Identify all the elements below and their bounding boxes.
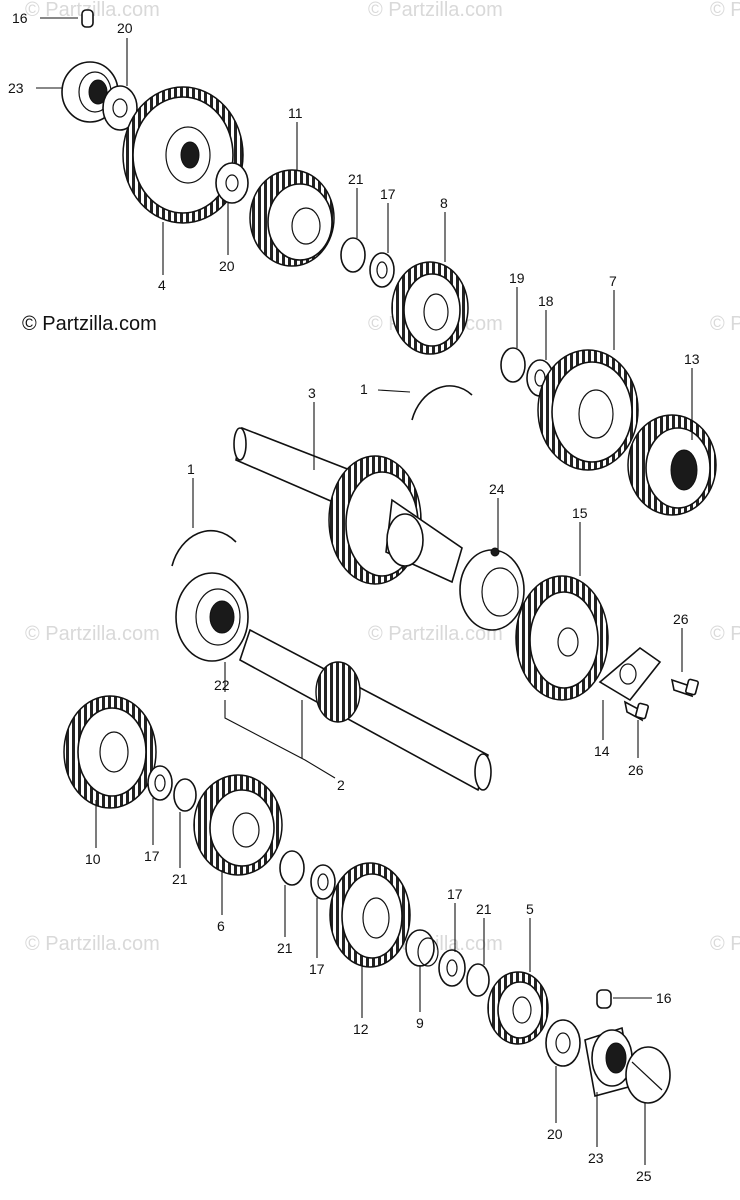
callout-1: 1 [360,381,368,397]
part-25-cap[interactable] [625,1046,671,1104]
callout-17: 17 [144,848,160,864]
part-1-set-ring-upper[interactable] [411,385,473,421]
callout-10: 10 [85,851,101,867]
part-1-set-ring-lower[interactable] [171,529,237,567]
watermark: © Partzilla.com [368,623,503,645]
callout-8: 8 [440,195,448,211]
part-20-thrust-washer-mid[interactable] [215,162,249,204]
callout-20: 20 [117,20,133,36]
callout-12: 12 [353,1021,369,1037]
part-14-sprocket-plate[interactable] [598,646,662,702]
part-4-large-gear[interactable] [122,86,244,224]
part-17-splined-washer-c[interactable] [310,864,336,900]
callout-17: 17 [380,186,396,202]
callout-21: 21 [277,940,293,956]
part-22-bearing[interactable] [175,572,249,662]
part-3-countershaft[interactable] [233,426,463,585]
watermark: © Partzilla.com [710,623,740,645]
callout-15: 15 [572,505,588,521]
callout-19: 19 [509,270,525,286]
callout-13: 13 [684,351,700,367]
callout-2: 2 [337,777,345,793]
callout-11: 11 [288,105,303,121]
watermark: © Partzilla.com [710,933,740,955]
callout-3: 3 [308,385,316,401]
part-17-splined-washer-b[interactable] [147,765,173,801]
part-6-gear[interactable] [193,774,283,876]
callout-labels: 16 20 23 4 11 20 21 17 8 19 18 7 13 1 3 … [8,10,700,1184]
copyright-notice: © Partzilla.com [22,313,157,335]
part-2-mainshaft[interactable] [239,628,492,792]
callout-6: 6 [217,918,225,934]
callout-18: 18 [538,293,554,309]
callout-24: 24 [489,481,505,497]
watermark: © Partzilla.com [25,623,160,645]
callout-14: 14 [594,743,610,759]
part-7-gear[interactable] [537,349,639,471]
part-26-bolt-lower[interactable] [623,700,649,722]
part-15-drive-sprocket[interactable] [515,575,609,701]
part-20-thrust-washer-top[interactable] [102,85,138,131]
part-21-circlip-b[interactable] [173,778,197,812]
watermark: © Partzilla.com [25,933,160,955]
callout-26: 26 [673,611,689,627]
part-21-circlip-top[interactable] [340,237,366,273]
callout-23: 23 [588,1150,604,1166]
part-26-bolt-upper[interactable] [670,678,699,698]
callout-25: 25 [636,1168,652,1184]
callout-1: 1 [187,461,195,477]
part-20-thrust-washer-bottom[interactable] [545,1019,581,1067]
part-5-gear[interactable] [487,971,549,1045]
leader-lines [36,17,693,1165]
part-21-circlip-d[interactable] [466,963,490,997]
callout-5: 5 [526,901,534,917]
callout-21: 21 [476,901,492,917]
callout-22: 22 [214,677,230,693]
callout-26: 26 [628,762,644,778]
part-23-needle-bearing-bottom[interactable] [584,1026,633,1098]
part-17-splined-washer-top[interactable] [369,252,395,288]
part-19-washer[interactable] [500,347,526,383]
part-17-splined-washer-d[interactable] [438,949,466,987]
callout-16: 16 [656,990,672,1006]
callout-20: 20 [547,1126,563,1142]
callout-9: 9 [416,1015,424,1031]
callout-21: 21 [348,171,364,187]
part-13-gear[interactable] [627,414,717,516]
callout-16: 16 [12,10,28,26]
watermark: © Partzilla.com [368,0,503,21]
watermark: © Partzilla.com [25,0,160,21]
part-24-bearing[interactable] [459,547,525,631]
part-10-gear[interactable] [63,695,157,809]
part-16-dowel-pin-bottom[interactable] [596,989,612,1009]
callout-17: 17 [447,886,463,902]
callout-21: 21 [172,871,188,887]
part-12-gear[interactable] [329,862,411,968]
callout-23: 23 [8,80,24,96]
part-21-circlip-c[interactable] [279,850,305,886]
callout-20: 20 [219,258,235,274]
part-11-dog-gear[interactable] [249,169,335,267]
callout-4: 4 [158,277,166,293]
callout-17: 17 [309,961,325,977]
watermark: © Partzilla.com [710,313,740,335]
watermark: © Partzilla.com [710,0,740,21]
part-16-dowel-pin-top[interactable] [81,9,94,28]
callout-7: 7 [609,273,617,289]
part-8-gear[interactable] [391,261,469,355]
